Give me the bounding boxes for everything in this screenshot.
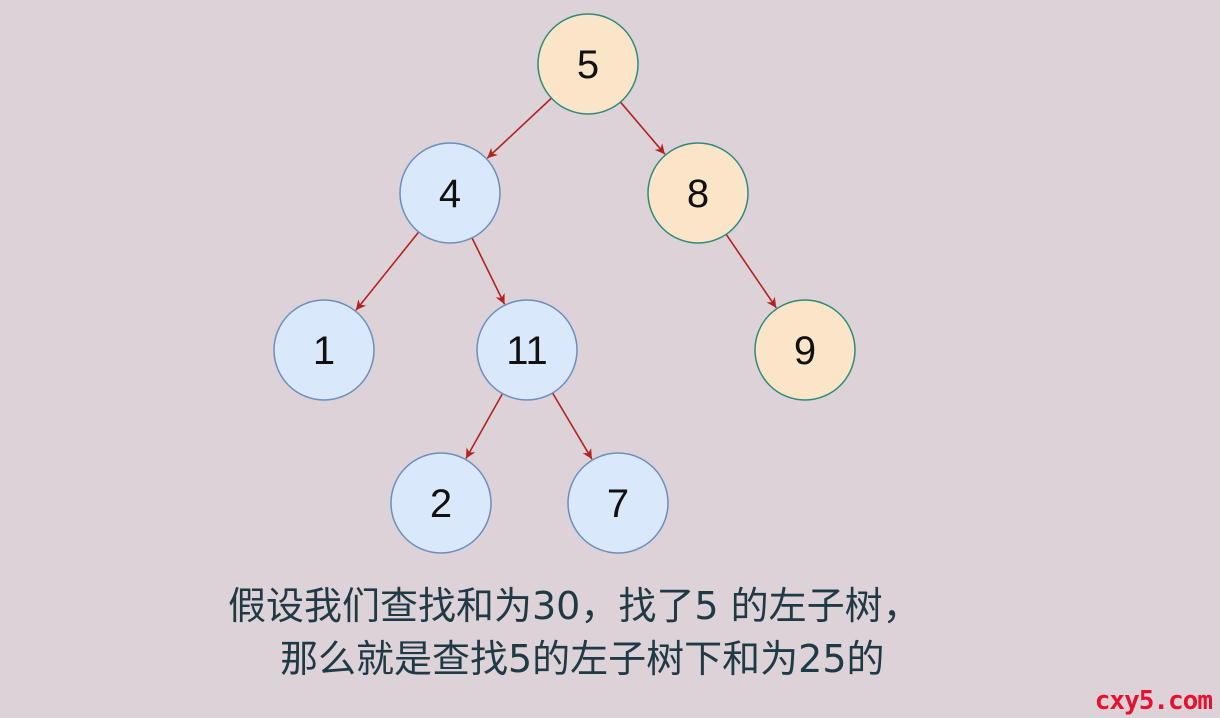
tree-node-9: 9 <box>754 299 856 401</box>
tree-node-4: 4 <box>399 142 501 244</box>
tree-node-2: 2 <box>390 452 492 554</box>
tree-node-11: 11 <box>476 299 578 401</box>
node-label: 7 <box>607 482 629 526</box>
tree-node-5: 5 <box>537 13 639 115</box>
node-label: 9 <box>794 329 816 373</box>
node-label: 11 <box>506 329 548 373</box>
node-circle <box>647 142 749 244</box>
edge-n8-n9 <box>725 233 777 309</box>
node-circle <box>567 452 669 554</box>
node-circle <box>476 299 578 401</box>
caption-line-2: 那么就是查找5的左子树下和为25的 <box>280 637 885 681</box>
edge-n4-n11 <box>471 237 506 305</box>
caption-line-1: 假设我们查找和为30，找了5 的左子树， <box>228 584 921 628</box>
node-circle <box>399 142 501 244</box>
node-circle <box>537 13 639 115</box>
tree-node-8: 8 <box>647 142 749 244</box>
node-label: 8 <box>687 172 709 216</box>
edge-n4-n1 <box>355 231 420 311</box>
tree-node-7: 7 <box>567 452 669 554</box>
edge-n5-n4 <box>486 97 553 159</box>
edge-n11-n7 <box>551 392 593 460</box>
node-label: 1 <box>313 329 335 373</box>
node-label: 5 <box>577 43 599 87</box>
node-label: 4 <box>439 172 461 216</box>
node-label: 2 <box>430 482 452 526</box>
edges-layer <box>355 97 777 460</box>
node-circle <box>390 452 492 554</box>
edge-n11-n2 <box>465 393 504 459</box>
edge-n5-n8 <box>619 101 666 155</box>
tree-node-1: 1 <box>273 299 375 401</box>
watermark-logo: cxy5.com <box>1094 686 1213 716</box>
node-circle <box>754 299 856 401</box>
node-circle <box>273 299 375 401</box>
